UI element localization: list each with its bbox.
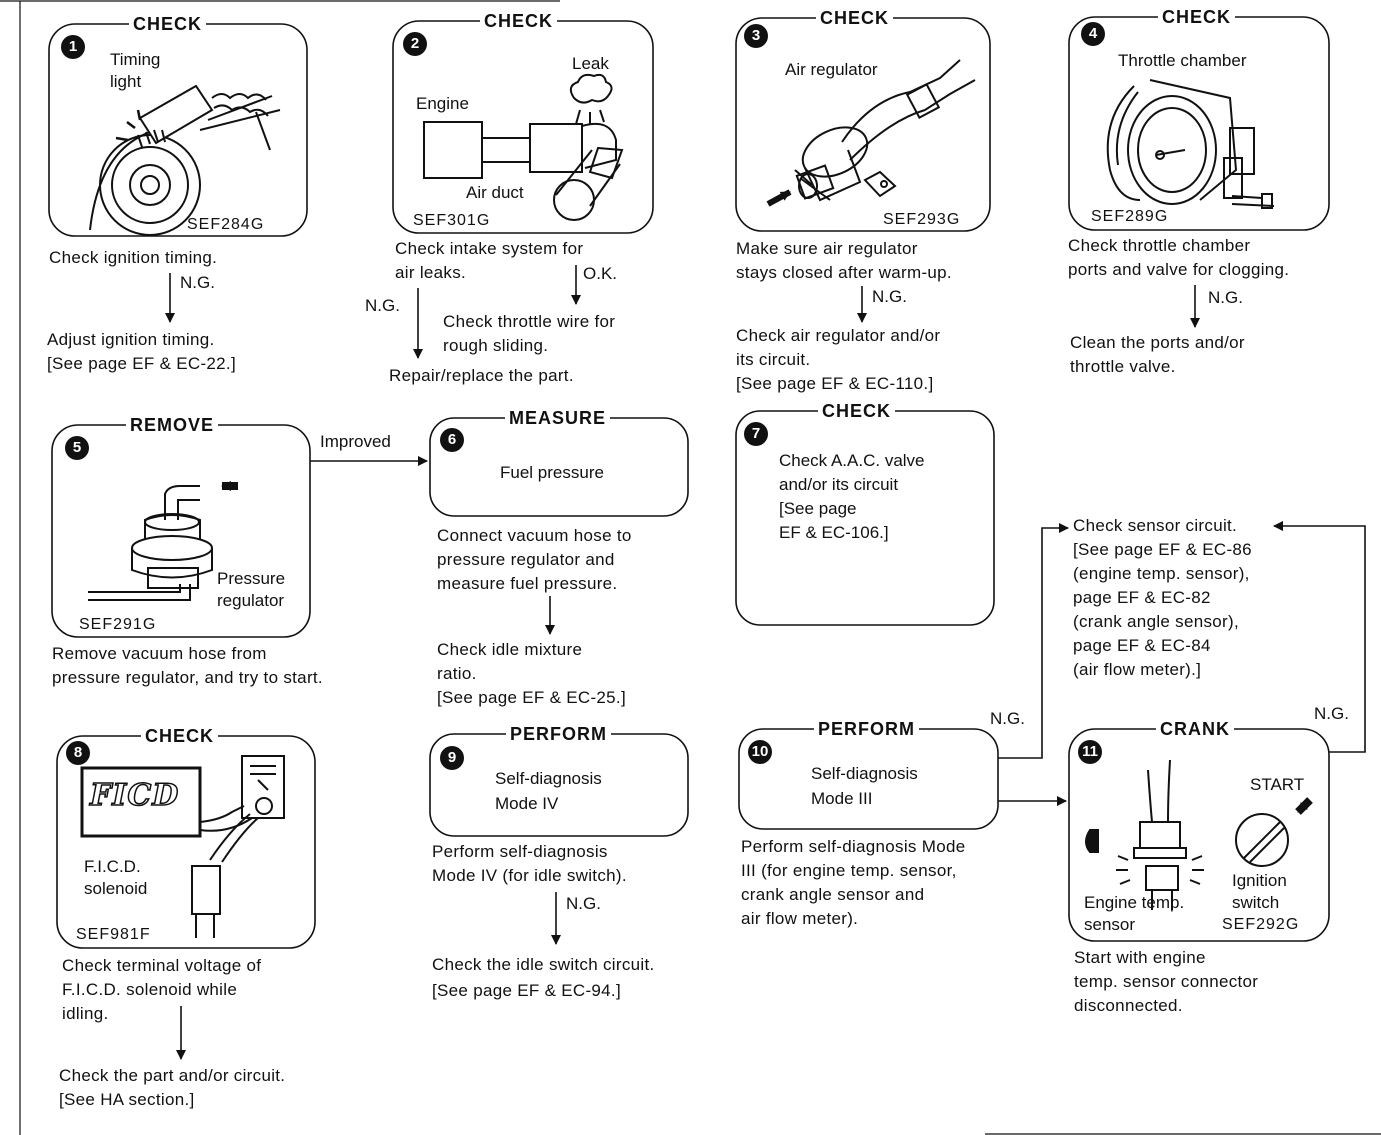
step-11-number: 11 [1078, 740, 1102, 764]
step-5-number: 5 [65, 436, 89, 460]
air-duct-label: Air duct [466, 183, 524, 202]
ficd-illustration [80, 755, 285, 938]
mode-iii-label: Self-diagnosis Mode III [811, 764, 918, 808]
step-1-figure-code: SEF284G [187, 216, 265, 233]
step-1-tag: CHECK [129, 13, 207, 35]
step-8-figure-code: SEF981F [76, 926, 151, 943]
step-7-tag: CHECK [818, 400, 896, 422]
step-1-text: Check ignition timing. [49, 248, 218, 267]
mode-iv-label: Self-diagnosis Mode IV [495, 769, 602, 813]
step-8-result: Check the part and/or circuit. [See HA s… [59, 1066, 286, 1109]
step-3-result: Check air regulator and/or its circuit. … [736, 326, 941, 393]
air-duct-illustration [423, 73, 624, 221]
leak-label: Leak [572, 54, 609, 73]
step-10-tag: PERFORM [814, 718, 919, 740]
step-4-tag: CHECK [1158, 6, 1236, 28]
ignition-switch-label: Ignition switch [1232, 871, 1287, 912]
sensor-circuit-check: Check sensor circuit. [See page EF & EC-… [1073, 516, 1252, 679]
step-4-number: 4 [1081, 22, 1105, 46]
step-7-number: 7 [744, 422, 768, 446]
step-4-figure-code: SEF289G [1091, 208, 1169, 225]
step-11-ng-label: N.G. [1314, 704, 1349, 723]
step-11-figure-code: SEF292G [1222, 916, 1300, 933]
step-6-result: Check idle mixture ratio. [See page EF &… [437, 640, 626, 707]
step-2-ng-label: N.G. [365, 296, 400, 315]
step-8-text: Check terminal voltage of F.I.C.D. solen… [62, 956, 262, 1023]
step-2-figure-code: SEF301G [413, 212, 491, 229]
step-3-figure-code: SEF293G [883, 211, 961, 228]
step-3-tag: CHECK [816, 7, 894, 29]
air-regulator-illustration [766, 59, 976, 207]
ficd-logo: FICD [89, 777, 180, 814]
step-8-tag: CHECK [141, 725, 219, 747]
timing-light-illustration [89, 84, 281, 236]
step-9-text: Perform self-diagnosis Mode IV (for idle… [432, 842, 627, 885]
step-1-number: 1 [61, 35, 85, 59]
step-10-ng-label: N.G. [990, 709, 1025, 728]
aac-valve-text: Check A.A.C. valve and/or its circuit [S… [779, 451, 925, 542]
throttle-chamber-illustration [1106, 79, 1275, 209]
step-3-text: Make sure air regulator stays closed aft… [736, 239, 952, 282]
ficd-solenoid-label: F.I.C.D. solenoid [84, 857, 148, 898]
step-2-ok-label: O.K. [583, 264, 618, 283]
step-4-result: Clean the ports and/or throttle valve. [1070, 333, 1245, 376]
step-5-text: Remove vacuum hose from pressure regulat… [52, 644, 323, 687]
step-6-number: 6 [440, 428, 464, 452]
step-11-tag: CRANK [1156, 718, 1234, 740]
crank-illustration [1085, 759, 1313, 910]
engine-label: Engine [416, 94, 469, 113]
pressure-regulator-label: Pressure regulator [217, 569, 286, 610]
pressure-regulator-illustration [88, 481, 238, 601]
step-6-tag: MEASURE [505, 407, 611, 429]
step-11-text: Start with engine temp. sensor connector… [1074, 948, 1259, 1015]
air-regulator-label: Air regulator [785, 60, 878, 79]
step-1-ng-label: N.G. [180, 273, 215, 292]
step-2-text: Check intake system for air leaks. [395, 239, 584, 282]
engine-temp-sensor-label: Engine temp. sensor [1084, 893, 1185, 934]
step-2-ng-result: Repair/replace the part. [389, 366, 574, 385]
step-2-ok-result: Check throttle wire for rough sliding. [443, 312, 616, 355]
step-2-tag: CHECK [480, 10, 558, 32]
start-label: START [1250, 775, 1305, 794]
step-5-improved-label: Improved [320, 432, 391, 451]
step-10-number: 10 [748, 740, 772, 764]
step-4-ng-label: N.G. [1208, 288, 1243, 307]
step-1-result: Adjust ignition timing. [See page EF & E… [47, 330, 236, 373]
step-2-number: 2 [403, 32, 427, 56]
step-8-number: 8 [66, 741, 90, 765]
step-10-text: Perform self-diagnosis Mode III (for eng… [741, 837, 966, 928]
step-3-ng-label: N.G. [872, 287, 907, 306]
timing-light-label: Timing light [110, 50, 161, 91]
throttle-chamber-label: Throttle chamber [1118, 51, 1247, 70]
step-9-number: 9 [440, 746, 464, 770]
step-9-ng-label: N.G. [566, 894, 601, 913]
step-9-result: Check the idle switch circuit. [See page… [432, 955, 655, 1000]
step-5-tag: REMOVE [126, 414, 219, 436]
step-5-figure-code: SEF291G [79, 616, 157, 633]
fuel-pressure-label: Fuel pressure [500, 463, 604, 482]
step-3-number: 3 [744, 24, 768, 48]
step-6-text: Connect vacuum hose to pressure regulato… [437, 526, 632, 593]
step-4-text: Check throttle chamber ports and valve f… [1068, 236, 1290, 279]
step-9-tag: PERFORM [506, 723, 611, 745]
